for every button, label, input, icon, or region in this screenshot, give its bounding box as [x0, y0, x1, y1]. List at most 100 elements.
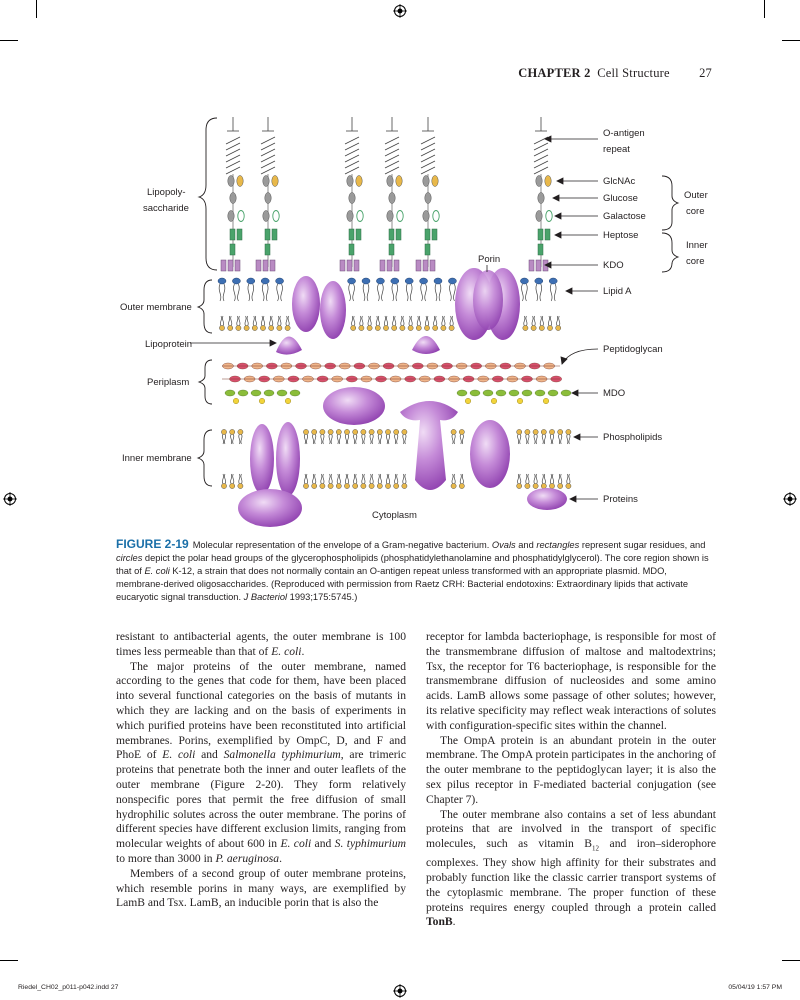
kdo-rect: [339, 259, 346, 272]
paragraph-text: to more than 3000 in: [116, 851, 216, 865]
lipid-a-tail: [233, 283, 236, 302]
inner-membrane-phospholipid: [549, 473, 555, 489]
lipid-a-tail: [222, 283, 226, 302]
outer-leaflet-phospholipid: [555, 315, 562, 331]
mdo-unit: [517, 398, 524, 405]
peptidoglycan-layer: [222, 362, 572, 405]
paragraph-text: The outer membrane also contains a set o…: [426, 807, 716, 851]
sugar-oval: [262, 175, 270, 187]
lipid-a-head: [376, 277, 385, 285]
paragraph-text: .: [279, 851, 282, 865]
paragraph: The major proteins of the outer membrane…: [116, 660, 406, 867]
outer-leaflet-phospholipid: [276, 315, 283, 331]
inner-membrane-phospholipid: [229, 473, 236, 489]
inner-membrane-phospholipid: [368, 429, 375, 445]
inner-membrane-phospholipid: [557, 473, 564, 489]
paragraph: receptor for lambda bacteriophage, is re…: [426, 630, 716, 732]
o-antigen-label: O-antigen: [603, 128, 645, 139]
page-number: 27: [699, 66, 712, 80]
mdo-label: MDO: [603, 388, 625, 399]
outer-leaflet-phospholipid: [415, 315, 422, 331]
outer-leaflet-phospholipid: [448, 315, 455, 331]
outer-leaflet-phospholipid: [383, 315, 389, 331]
body-column-left: resistant to antibacterial agents, the o…: [116, 630, 406, 911]
italic-text: E. coli: [271, 644, 302, 658]
galactose-oval: [432, 210, 440, 222]
kdo-rect: [422, 259, 429, 272]
heptose-rect: [348, 228, 355, 241]
outer-leaflet-phospholipid: [407, 315, 414, 331]
lipid-a-tail: [535, 283, 538, 302]
mdo-unit: [534, 389, 546, 397]
sugar-oval: [227, 175, 235, 187]
inner-membrane-phospholipid: [565, 429, 572, 445]
lipid-a-head: [361, 277, 371, 285]
inner-membrane-phospholipid: [237, 429, 244, 445]
kdo-rect: [262, 259, 269, 272]
lipid-a-tail: [251, 283, 254, 302]
crop-mark: [782, 960, 800, 961]
mdo-unit: [482, 389, 494, 397]
heptose-label: Heptose: [603, 230, 638, 241]
lipid-a-head: [534, 277, 544, 285]
outer-leaflet-phospholipid: [538, 315, 545, 331]
glucose-oval: [422, 210, 430, 222]
lipid-a-tail: [434, 283, 438, 302]
outer-leaflet-phospholipid: [399, 315, 406, 331]
kdo-rect: [220, 259, 227, 272]
outer-leaflet-phospholipid: [251, 315, 258, 331]
figure-number: FIGURE 2-19: [116, 537, 189, 551]
lipid-a-head: [419, 277, 428, 285]
inner-membrane-phospholipid: [311, 429, 318, 445]
lipid-a-head: [232, 277, 241, 285]
arrowhead-icon: [556, 177, 564, 185]
inner-membrane-phospholipid: [524, 473, 531, 489]
sugar-oval: [535, 175, 543, 187]
chapter-label: CHAPTER 2: [518, 66, 591, 80]
heptose-rect: [537, 243, 544, 256]
mdo-unit: [521, 389, 533, 397]
lipid-a-tail: [218, 283, 222, 302]
lipid-a-tail: [453, 283, 456, 302]
outer-membrane-protein: [320, 281, 346, 339]
inner-membrane-label: Inner membrane: [122, 453, 192, 464]
outer-core-bracket: [661, 175, 680, 231]
glcnac-oval: [431, 175, 439, 187]
heptose-rect: [236, 228, 243, 241]
inner-membrane-phospholipid: [385, 473, 391, 489]
mdo-unit: [547, 389, 559, 397]
mdo-unit: [276, 389, 288, 397]
mdo-unit: [465, 398, 472, 405]
cytoplasmic-protein: [238, 489, 302, 527]
glucose-oval: [262, 210, 270, 222]
sugar-oval: [422, 175, 430, 187]
phospholipids-label: Phospholipids: [603, 432, 662, 443]
outer-leaflet-phospholipid: [219, 315, 225, 331]
heptose-rect: [544, 228, 551, 241]
glcnac-oval: [395, 175, 403, 187]
lipopolysaccharide-label: Lipopoly-: [147, 187, 186, 198]
inner-membrane-phospholipid: [557, 429, 564, 445]
inner-membrane-phospholipid: [516, 473, 523, 489]
registration-mark-icon: [783, 492, 797, 506]
registration-mark-icon: [3, 492, 17, 506]
inner-membrane-phospholipid: [344, 429, 350, 445]
galactose-oval: [396, 210, 404, 222]
lipid-a-tail: [280, 283, 283, 302]
lipid-a-tail: [539, 283, 542, 302]
paragraph-text: , are trimeric proteins that penetrate b…: [116, 748, 407, 851]
glcnac-label: GlcNAc: [603, 176, 635, 187]
kdo-rect: [269, 259, 276, 272]
mdo-unit: [224, 389, 236, 397]
caption-text: depict the polar head groups of the glyc…: [116, 553, 709, 576]
lipid-a-head: [260, 277, 270, 285]
envelope-figure: Lipopoly- saccharide Outer membrane Lipo…: [120, 116, 708, 527]
section-title: Cell Structure: [597, 66, 670, 80]
inner-membrane-bracket: [196, 429, 213, 487]
lipid-a-tail: [395, 283, 398, 302]
italic-text: S. typhimurium: [334, 837, 406, 851]
inner-membrane-phospholipid: [401, 429, 408, 445]
paragraph: The outer membrane also contains a set o…: [426, 808, 716, 931]
mdo-unit: [263, 389, 275, 397]
registration-mark-icon: [393, 984, 407, 998]
